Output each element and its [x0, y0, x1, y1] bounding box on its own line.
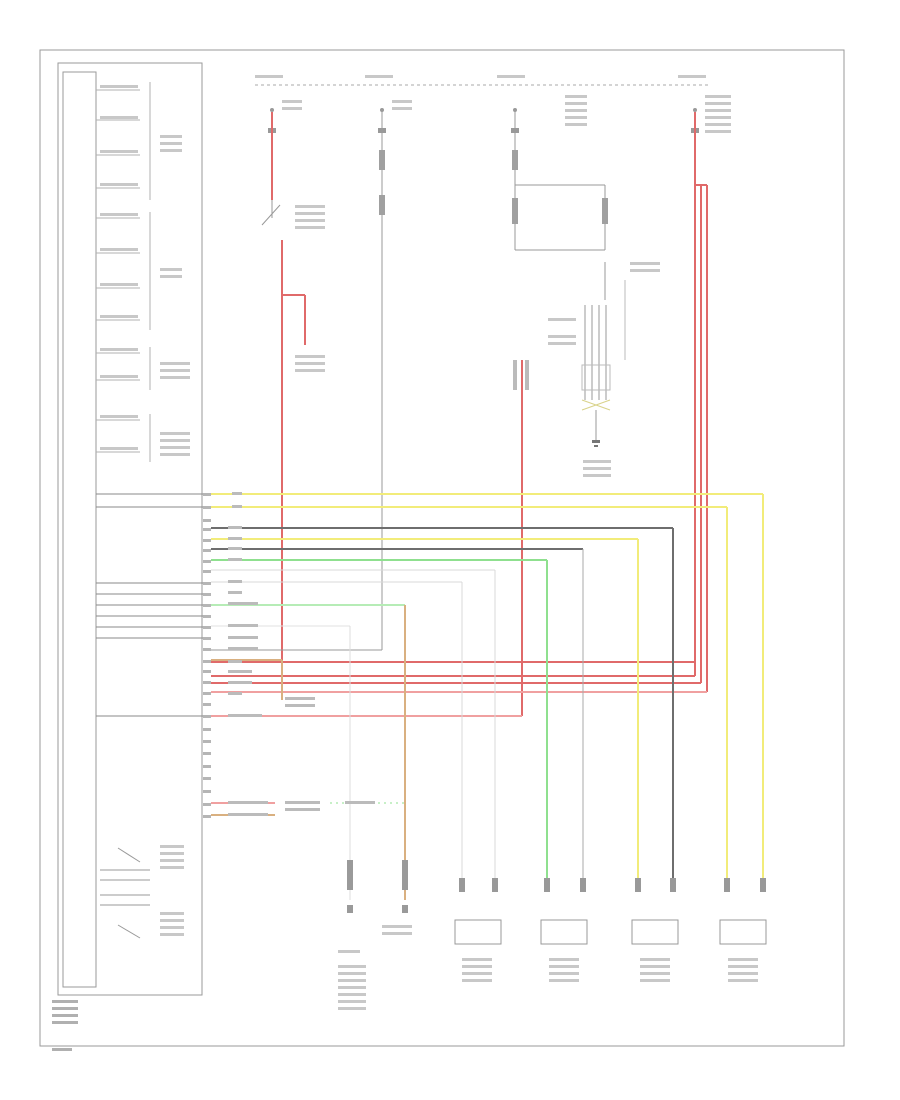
fuse-labels	[282, 95, 731, 133]
pump-relay	[512, 112, 660, 477]
ignition-feed	[211, 112, 385, 651]
sensor-wiring	[211, 493, 764, 900]
module-pins	[203, 493, 211, 818]
power-bus	[255, 75, 710, 86]
diagram-frame	[39, 49, 845, 1047]
sensor-icon	[454, 919, 767, 945]
module-labels	[100, 85, 190, 936]
wire-labels	[228, 492, 375, 816]
sensor-plugs	[459, 878, 766, 892]
control-module	[57, 62, 203, 996]
brake-light-circuit	[261, 112, 325, 662]
ground-icon	[592, 440, 600, 447]
connector-icon	[338, 860, 412, 1010]
caption-marks	[52, 1000, 78, 1051]
internal-feeds	[96, 493, 203, 717]
module-internals	[96, 82, 151, 462]
relay-icon	[100, 847, 150, 939]
sensor-labels	[462, 958, 758, 982]
fuse-icon	[268, 108, 699, 133]
valve-relay-feed	[211, 112, 708, 693]
